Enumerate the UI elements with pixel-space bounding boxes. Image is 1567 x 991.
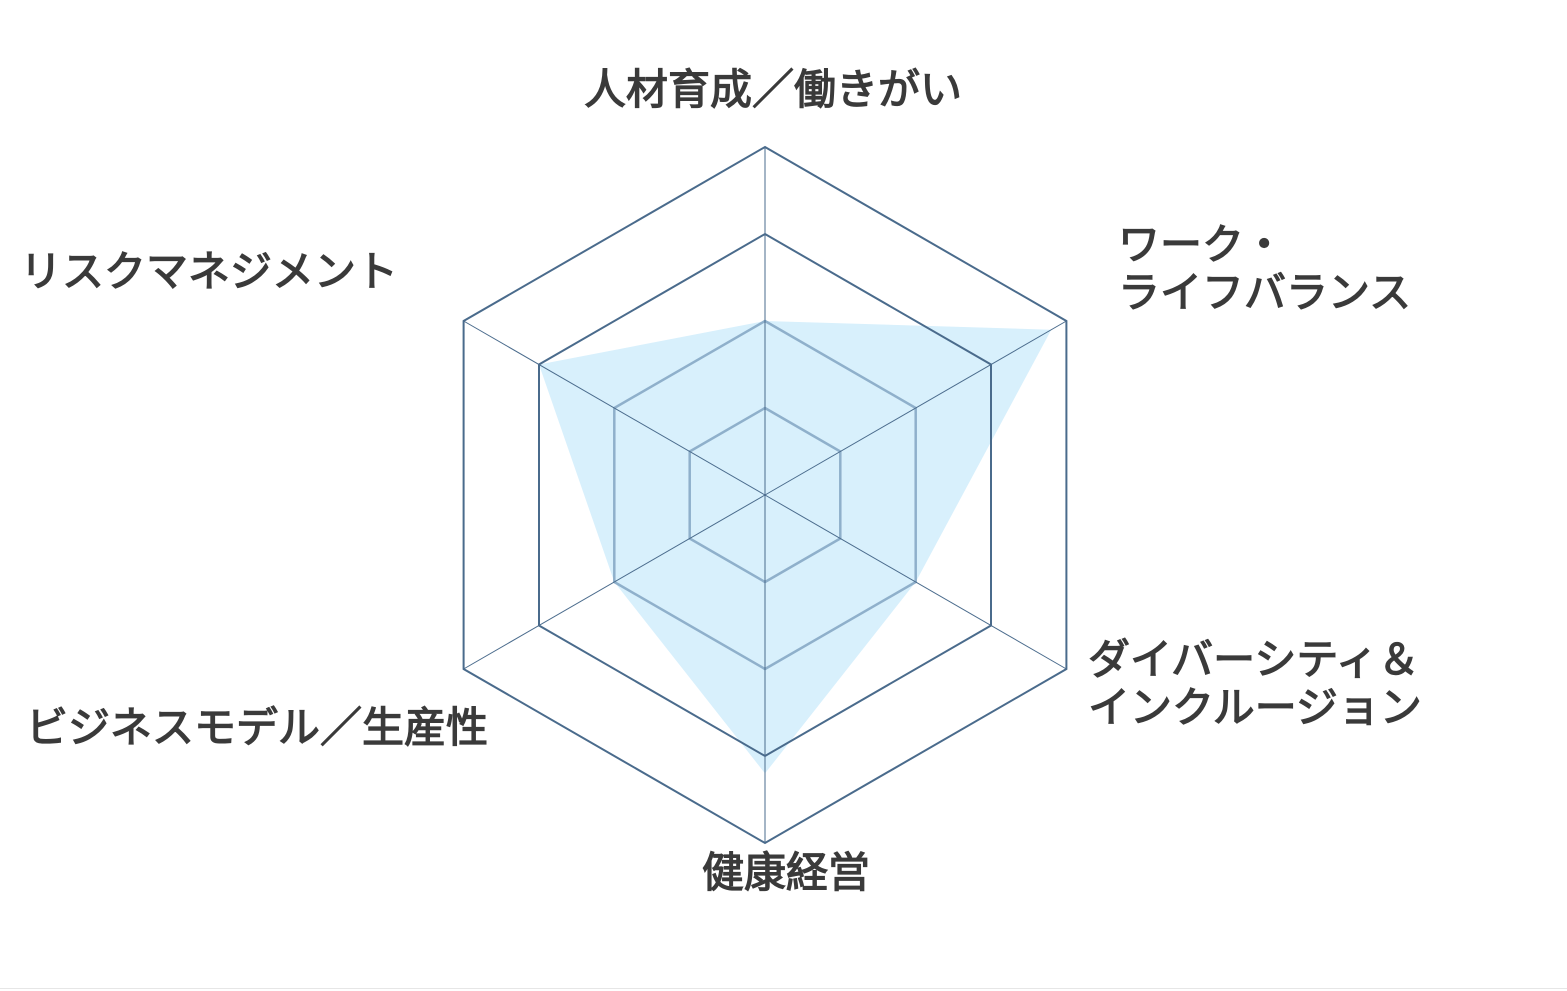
axis-label-1: ワーク・ライフバランス	[1118, 220, 1411, 317]
axis-label-5: リスクマネジメント	[20, 247, 398, 296]
spoke-5	[463, 320, 766, 496]
axis-label-line: ワーク・	[1118, 220, 1285, 269]
axis-label-line: ビジネスモデル／生産性	[26, 703, 488, 752]
axis-label-3: 健康経営	[702, 848, 870, 897]
grid-layer	[462, 145, 1068, 845]
axis-label-line: インクルージョン	[1088, 683, 1422, 732]
axis-label-2: ダイバーシティ＆インクルージョン	[1088, 635, 1422, 732]
axis-label-0: 人材育成／働きがい	[584, 65, 962, 114]
series-fill-layer	[538, 320, 1052, 774]
spoke-2	[764, 494, 1067, 670]
axis-label-layer: 人材育成／働きがいワーク・ライフバランスダイバーシティ＆インクルージョン健康経営…	[20, 65, 1422, 897]
axis-label-line: 人材育成／働きがい	[584, 65, 962, 114]
spoke-1	[764, 320, 1067, 496]
axis-label-4: ビジネスモデル／生産性	[26, 703, 488, 752]
bottom-border	[0, 988, 1567, 989]
series-area-0	[539, 321, 1052, 774]
axis-label-line: ライフバランス	[1118, 268, 1411, 317]
axis-label-line: 健康経営	[702, 848, 870, 897]
axis-label-line: リスクマネジメント	[20, 247, 398, 296]
axis-label-line: ダイバーシティ＆	[1088, 635, 1420, 684]
spoke-4	[463, 494, 766, 670]
